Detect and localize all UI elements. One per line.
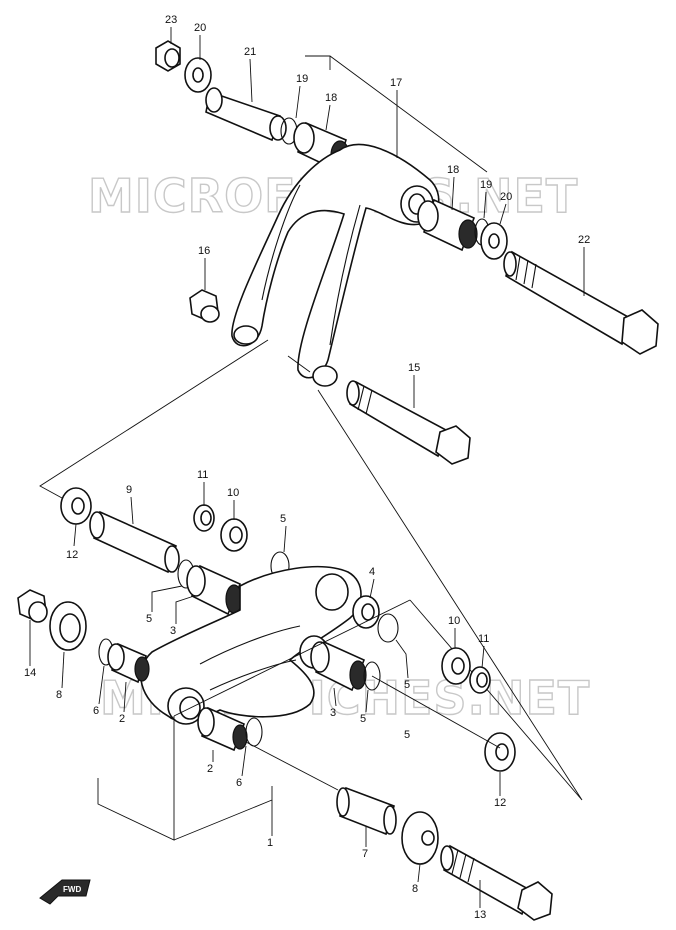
seal-11-top [193,504,215,532]
sleeve-21 [205,87,287,142]
callout-12-left: 12 [66,549,78,561]
callout-2-left: 2 [119,713,125,725]
callout-17: 17 [390,77,402,89]
callout-20-upper-left: 20 [194,22,206,34]
washer-20-right [480,222,508,260]
guide-line-left [39,339,269,499]
callout-18-upper-left: 18 [325,92,337,104]
callout-9: 9 [126,484,132,496]
callout-5-top: 5 [280,513,286,525]
callout-14: 14 [24,667,36,679]
callout-5-right-bottom: 5 [360,713,366,725]
circlip-5-right-top [377,613,399,643]
callout-5-right-top: 5 [404,679,410,691]
bearing-3-upper [186,564,243,616]
callout-12-right: 12 [494,797,506,809]
callout-7: 7 [362,848,368,860]
callout-16: 16 [198,245,210,257]
callout-11-right: 11 [478,633,489,645]
washer-12-left [60,487,92,525]
washer-20-left [184,57,212,93]
bearing-3-lower [310,640,367,692]
washer-12-right [484,732,516,772]
callout-23: 23 [165,14,177,26]
callout-3-upper: 3 [170,625,176,637]
washer-8-left [49,601,87,651]
seal-11-right [469,666,491,694]
callout-8-left: 8 [56,689,62,701]
callouts: 23 20 21 19 18 17 18 19 20 22 16 15 11 1… [24,14,590,921]
callout-22: 22 [578,234,590,246]
nut-23 [155,40,181,72]
fwd-arrow-icon: FWD [39,879,91,905]
bolt-13 [440,844,553,921]
svg-text:FWD: FWD [63,885,81,894]
callout-18-upper-right: 18 [447,164,459,176]
bearing-2-left [107,642,150,684]
callout-3-lower: 3 [330,707,336,719]
callout-6-bottom: 6 [236,777,242,789]
spacer-4 [352,595,380,629]
callout-11-top: 11 [197,469,208,481]
callout-10-top: 10 [227,487,239,499]
callout-20-upper-right: 20 [500,191,512,203]
callout-15: 15 [408,362,420,374]
seal-10-top [220,518,248,552]
bearing-2-bottom [197,706,248,752]
seal-10-right [441,647,471,685]
callout-5-left: 5 [146,613,152,625]
callout-1: 1 [267,837,273,849]
sleeve-7 [336,786,397,836]
callout-13: 13 [474,909,486,921]
callout-6-left: 6 [93,705,99,717]
nut-16 [189,289,220,323]
bolt-22 [503,250,659,355]
bolt-15 [346,380,471,465]
washer-8-bottom [401,811,439,865]
bearing-18-right [417,198,478,252]
callout-8-bottom: 8 [412,883,418,895]
frame-lines [97,716,175,841]
callout-19-upper-right: 19 [480,179,492,191]
nut-14 [17,589,48,623]
callout-4: 4 [369,566,375,578]
circlip-5-right-bottom [363,661,381,691]
callout-19-upper-left: 19 [296,73,308,85]
sleeve-9 [89,510,180,574]
callout-5-far-right: 5 [404,729,410,741]
callout-10-right: 10 [448,615,460,627]
callout-2-bottom: 2 [207,763,213,775]
callout-21: 21 [244,46,256,58]
